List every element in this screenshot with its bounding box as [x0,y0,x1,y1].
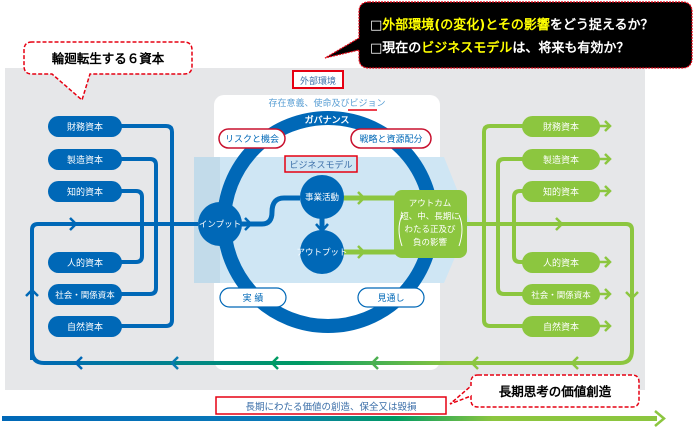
output-capital-pill [522,116,600,137]
activities-label: 事業活動 [305,192,339,203]
input-capital-label: 自然資本 [67,321,103,333]
outcome-box [394,190,467,258]
value-creation-label-box [215,396,447,415]
activities-node [300,175,344,219]
outcome-label-2: 短、中、長期に [400,211,460,222]
input-capital-list: 財務資本 製造資本 知的資本 人的資本 社会・関係資本 自然資本 [48,116,122,337]
input-capital-label: 社会・関係資本 [55,290,115,301]
external-env-label: 外部環境 [300,75,336,87]
strategy-box [350,128,432,149]
performance-label: 実 績 [243,292,264,304]
business-model-box [284,155,358,173]
risk-opportunity-label: リスクと機会 [225,133,279,145]
input-node [198,202,242,246]
output-node [300,230,344,274]
input-capital-pill [48,252,122,273]
question-line-1: □外部環境(の変化)とその影響をどう捉えるか？ [370,17,653,33]
outcome-label-3: わたる正及び [404,225,456,235]
output-capital-label: 自然資本 [543,321,579,333]
loop-arrowheads [74,356,579,370]
long-term-callout: 長期思考の価値創造 [449,374,640,408]
output-capital-pill [522,316,600,337]
output-capital-list: 財務資本 製造資本 知的資本 人的資本 社会・関係資本 自然資本 [522,116,600,337]
input-arrowhead [244,217,253,231]
input-capital-label: 知的資本 [67,186,103,198]
output-capital-pill [522,181,600,202]
input-capital-pill [48,316,122,337]
purpose-label: 存在意義、使命及びビジョン [268,97,385,109]
output-capital-label: 製造資本 [543,154,579,166]
six-capitals-callout: 輪廻転生する６資本 [23,41,193,102]
input-capital-label: 財務資本 [67,121,103,133]
six-capitals-callout-text: 輪廻転生する６資本 [52,51,165,66]
output-capital-label: 知的資本 [543,186,579,198]
governance-label: ガバナンス [305,114,350,126]
outlook-label: 見通し [377,293,404,304]
outcome-label-1: アウトカム [409,199,452,209]
output-capital-pill [522,149,600,170]
outlook-pill [357,287,425,308]
long-term-callout-text: 長期思考の価値創造 [499,384,612,399]
circulation-loop [30,242,634,365]
output-capital-label: 人的資本 [543,257,579,269]
timeline-arrowhead [654,410,666,427]
input-capital-label: 製造資本 [67,154,103,166]
output-label: アウトプット [296,248,347,258]
output-capital-label: 財務資本 [543,121,579,133]
performance-pill [219,287,287,308]
timeline-bar [2,416,657,421]
output-capital-label: 社会・関係資本 [531,290,591,301]
input-capital-label: 人的資本 [67,257,103,269]
strategy-label: 戦略と資源配分 [359,133,422,145]
output-capital-pill [522,284,600,305]
input-capital-pill [48,284,122,305]
input-label: インプット [199,220,241,230]
input-capital-pill [48,149,122,170]
output-main-flow [467,222,634,250]
input-main-flow [30,222,198,360]
output-capital-arrows [598,120,612,332]
input-capital-pill [48,181,122,202]
outcome-label-4: 負の影響 [413,237,448,248]
questions-callout: □外部環境(の変化)とその影響をどう捉えるか？ □現在のビジネスモデルは、将来も… [324,1,693,69]
risk-opportunity-box [218,128,286,149]
business-model-label: ビジネスモデル [289,159,352,171]
input-to-activities-flow [238,195,300,227]
question-line-2: □現在のビジネスモデルは、将来も有効か？ [370,40,629,56]
external-env-box [292,70,344,89]
value-creation-label: 長期にわたる価値の創造、保全又は毀損 [245,401,417,413]
output-capital-pill [522,252,600,273]
input-capital-pill [48,116,122,137]
